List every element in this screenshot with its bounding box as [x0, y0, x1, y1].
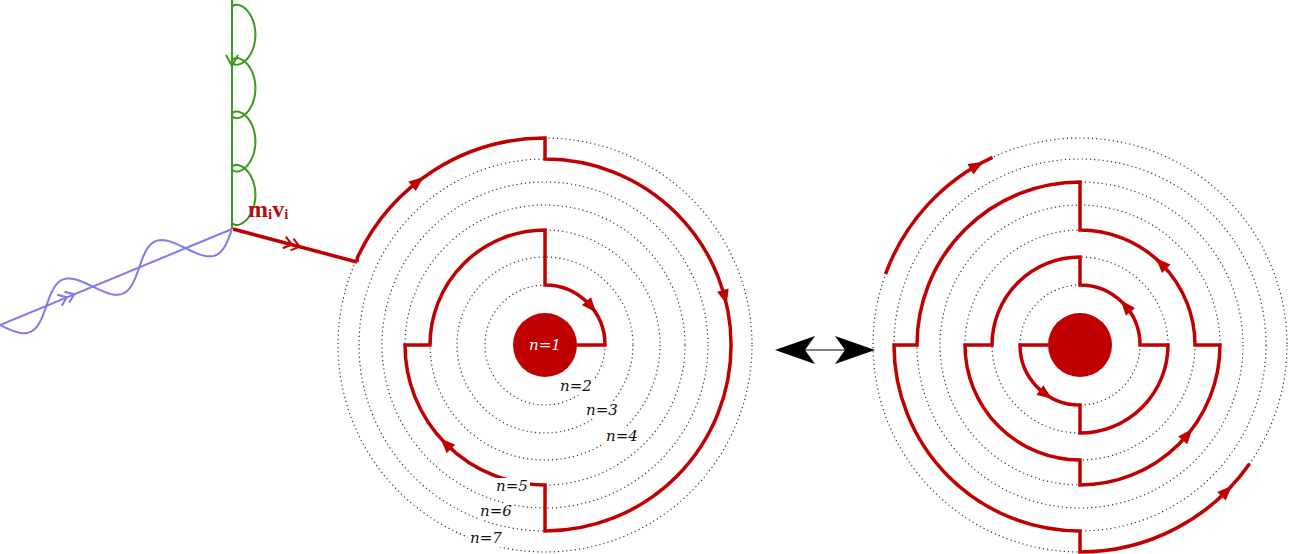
energy-level: [338, 138, 752, 552]
arrowhead: [967, 157, 986, 175]
photon-wave: [0, 231, 231, 334]
arrowhead: [1116, 296, 1135, 315]
level-label: n=5: [494, 478, 530, 495]
level-circles: [873, 138, 1287, 552]
arrowhead: [1178, 425, 1197, 444]
momentum-label: mᵢvᵢ: [246, 196, 291, 222]
arrowhead: [436, 434, 455, 453]
level-label: n=2: [558, 378, 594, 395]
arrowhead: [582, 297, 601, 316]
chevrons: [283, 237, 302, 253]
chevrons: [57, 289, 76, 306]
level-label: n=1: [529, 336, 561, 354]
chevron: [226, 55, 238, 66]
arrowhead: [717, 289, 732, 307]
arrowhead: [1217, 481, 1236, 500]
energy-level: [873, 138, 1287, 552]
level-label: n=7: [468, 530, 504, 547]
arrowhead: [1036, 385, 1055, 403]
level-circles: [338, 138, 752, 552]
photon-wave: [232, 5, 255, 225]
momentum-vector: [233, 229, 357, 262]
arrowhead: [408, 172, 427, 191]
nucleus: [1048, 313, 1112, 377]
electron-path: [885, 157, 992, 274]
level-label: n=4: [604, 428, 640, 445]
arrowhead: [1151, 254, 1170, 273]
nucleus: n=1: [513, 313, 577, 377]
transition-arrowheads: [775, 336, 875, 364]
level-label: n=6: [478, 503, 514, 520]
electron-path: [894, 182, 1250, 552]
electron-path: [357, 138, 731, 531]
photon-axis: [0, 229, 232, 325]
level-label: n=3: [584, 402, 620, 419]
